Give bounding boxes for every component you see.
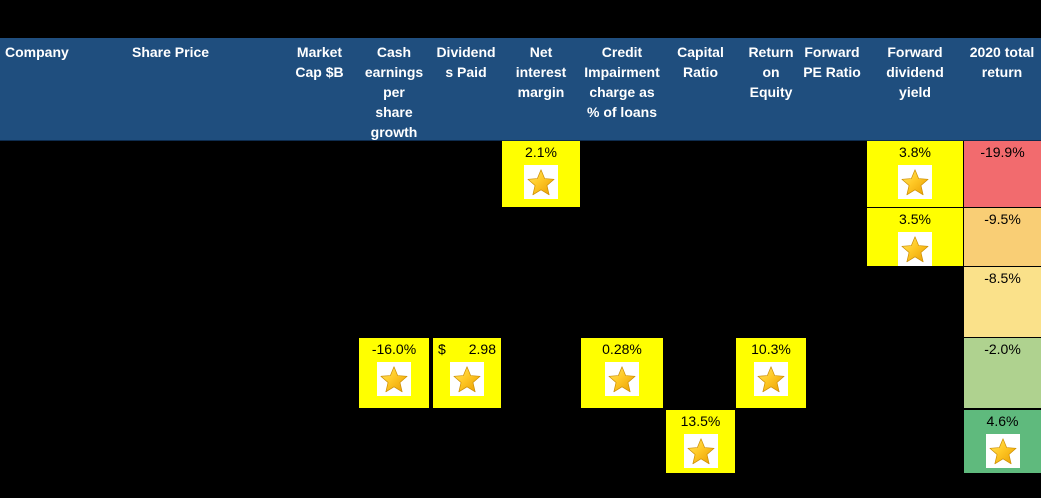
cell-value: -19.9% bbox=[980, 144, 1025, 160]
cell-forward-dividend-yield-row1[interactable]: 3.8% bbox=[867, 141, 963, 207]
cell-value: $ 2.98 bbox=[433, 338, 501, 358]
cell-value: 3.8% bbox=[899, 144, 931, 160]
column-header-cash-earnings-growth[interactable]: Cash earnings per share growth bbox=[364, 44, 424, 140]
cell-value: -16.0% bbox=[371, 341, 417, 357]
cell-value: 4.6% bbox=[986, 413, 1019, 429]
column-header-forward-pe-ratio[interactable]: Forward PE Ratio bbox=[803, 44, 861, 80]
column-header-return-on-equity[interactable]: Return on Equity bbox=[748, 44, 794, 100]
star-icon bbox=[377, 362, 411, 396]
star-icon bbox=[524, 165, 558, 199]
cell-forward-dividend-yield-row2[interactable]: 3.5% bbox=[867, 208, 963, 266]
cell-cash-earnings-growth-row4[interactable]: -16.0% bbox=[359, 338, 429, 408]
cell-value: -2.0% bbox=[984, 341, 1021, 357]
cell-value: 10.3% bbox=[751, 341, 791, 357]
star-icon bbox=[985, 434, 1020, 468]
currency-symbol: $ bbox=[438, 341, 446, 357]
cell-value: -9.5% bbox=[984, 211, 1021, 227]
table-header-row: Company Share Price Market Cap $B Cash e… bbox=[0, 38, 1041, 141]
column-header-credit-impairment[interactable]: Credit Impairment charge as % of loans bbox=[584, 44, 660, 120]
cell-value: 3.5% bbox=[899, 211, 931, 227]
cell-total-return-row2[interactable]: -9.5% bbox=[963, 208, 1041, 266]
star-icon bbox=[898, 165, 932, 199]
column-header-2020-total-return[interactable]: 2020 total return bbox=[969, 44, 1035, 80]
cell-net-interest-margin-row1[interactable]: 2.1% bbox=[502, 141, 580, 207]
star-icon bbox=[683, 434, 718, 468]
cell-value: 2.1% bbox=[525, 144, 557, 160]
column-header-dividends-paid[interactable]: Dividend s Paid bbox=[436, 44, 496, 80]
amount: 2.98 bbox=[468, 341, 496, 357]
cell-total-return-row1[interactable]: -19.9% bbox=[963, 141, 1041, 207]
cell-total-return-row5[interactable]: 4.6% bbox=[963, 410, 1041, 473]
cell-value: -8.5% bbox=[984, 270, 1021, 286]
column-header-market-cap[interactable]: Market Cap $B bbox=[295, 44, 344, 80]
column-header-net-interest-margin[interactable]: Net interest margin bbox=[515, 44, 567, 100]
cell-total-return-row3[interactable]: -8.5% bbox=[963, 267, 1041, 337]
star-icon bbox=[898, 232, 932, 266]
star-icon bbox=[605, 362, 639, 396]
cell-credit-impairment-row4[interactable]: 0.28% bbox=[581, 338, 663, 408]
cell-value: 0.28% bbox=[602, 341, 642, 357]
column-header-share-price[interactable]: Share Price bbox=[132, 44, 210, 60]
star-icon bbox=[450, 362, 484, 396]
cell-dividends-paid-row4[interactable]: $ 2.98 bbox=[433, 338, 501, 408]
cell-return-on-equity-row4[interactable]: 10.3% bbox=[736, 338, 806, 408]
column-header-forward-dividend-yield[interactable]: Forward dividend yield bbox=[886, 44, 944, 100]
cell-value: 13.5% bbox=[680, 413, 721, 429]
cell-total-return-row4[interactable]: -2.0% bbox=[963, 338, 1041, 408]
column-header-company[interactable]: Company bbox=[5, 44, 69, 60]
star-icon bbox=[754, 362, 788, 396]
cell-capital-ratio-row5[interactable]: 13.5% bbox=[666, 410, 735, 473]
column-header-capital-ratio[interactable]: Capital Ratio bbox=[677, 44, 724, 80]
